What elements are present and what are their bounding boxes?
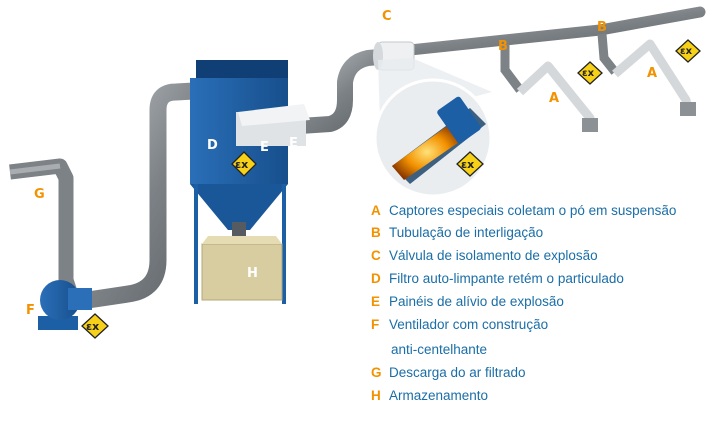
drop-b-right xyxy=(597,33,619,75)
fan-unit xyxy=(38,280,92,330)
legend-text: Filtro auto-limpante retém o particulado xyxy=(389,271,624,286)
valve-detail-circle xyxy=(373,78,493,198)
legend-letter: D xyxy=(371,271,381,286)
legend-item-a: A Captores especiais coletam o pó em susp… xyxy=(371,203,676,223)
legend-text: Armazenamento xyxy=(389,388,489,403)
main-duct xyxy=(86,81,213,309)
legend-letter: E xyxy=(371,294,381,309)
legend-text: anti-centelhante xyxy=(391,342,488,357)
legend-text: Painéis de alívio de explosão xyxy=(389,294,564,309)
legend-item-g: G Descarga do ar filtrado xyxy=(371,365,526,385)
legend-item-d: D Filtro auto-limpante retém o particulad… xyxy=(371,271,624,291)
capture-arm-right xyxy=(612,39,696,116)
legend-letter: C xyxy=(371,248,381,263)
legend-item-c: C Válvula de isolamento de explosão xyxy=(371,248,598,268)
legend-item-b: B Tubulação de interligação xyxy=(371,225,543,245)
marker-e-left: E xyxy=(260,140,269,155)
marker-c: C xyxy=(382,9,392,24)
legend-item-f: F Ventilador com construção xyxy=(371,317,548,337)
legend-item-f-continuation: anti-centelhante xyxy=(371,342,487,362)
ex-glyph-fan: εx xyxy=(86,320,100,333)
ex-badge-valve xyxy=(456,151,484,177)
legend-text: Descarga do ar filtrado xyxy=(389,365,526,380)
ex-glyph-filter: εx xyxy=(235,158,249,171)
marker-h: H xyxy=(247,266,258,281)
ex-glyph-arm-left: εx xyxy=(582,68,595,79)
marker-f: F xyxy=(26,303,35,318)
legend-letter: H xyxy=(371,388,381,403)
marker-a-right: A xyxy=(647,66,658,81)
legend-text: Captores especiais coletam o pó em suspe… xyxy=(389,203,677,218)
ex-glyph-arm-right: εx xyxy=(680,46,693,57)
drop-b-left xyxy=(500,44,524,93)
filter-unit xyxy=(190,60,310,304)
exhaust-duct xyxy=(9,158,78,295)
ex-badge-arm-right xyxy=(675,39,701,63)
ex-badge-fan xyxy=(81,313,109,339)
marker-b-left: B xyxy=(498,39,508,54)
legend-letter: G xyxy=(371,365,382,380)
capture-arm-left xyxy=(516,61,598,132)
marker-d: D xyxy=(207,138,218,153)
marker-a-left: A xyxy=(549,91,560,106)
legend-item-e: E Painéis de alívio de explosão xyxy=(371,294,564,314)
storage-bin xyxy=(201,236,283,301)
marker-g: G xyxy=(34,187,45,202)
legend-letter: B xyxy=(371,225,381,240)
legend-letter: F xyxy=(371,317,380,332)
marker-e-right: E xyxy=(289,136,298,151)
legend-text: Tubulação de interligação xyxy=(389,225,544,240)
inlet-duct xyxy=(299,6,706,134)
legend-letter: A xyxy=(371,203,381,218)
marker-b-right: B xyxy=(597,20,607,35)
ex-badge-filter xyxy=(231,151,257,177)
legend-text: Válvula de isolamento de explosão xyxy=(389,248,598,263)
legend-text: Ventilador com construção xyxy=(389,317,549,332)
ex-glyph-valve: εx xyxy=(461,158,475,171)
ex-badge-arm-left xyxy=(577,61,603,85)
legend-item-h: H Armazenamento xyxy=(371,388,488,408)
